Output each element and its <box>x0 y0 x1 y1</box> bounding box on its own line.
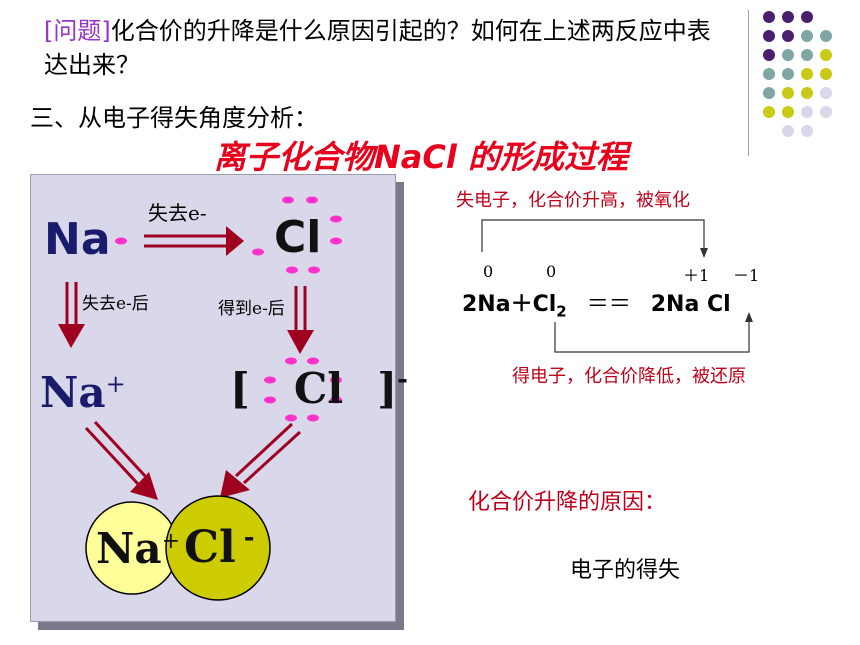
question-body: 化合价的升降是什么原因引起的？如何在上述两反应中表达出来？ <box>44 17 711 79</box>
dot-row-1 <box>763 11 813 23</box>
compound-na-label: Na+ <box>96 524 181 573</box>
na-atom-label: Na <box>44 214 111 265</box>
arrow-na-down <box>58 282 85 348</box>
dot-row-4 <box>763 68 832 80</box>
dot-row-5 <box>763 87 832 99</box>
cl-ion-sphere <box>165 495 271 601</box>
electron-na <box>115 237 127 245</box>
reduction-note: 得电子，化合价降低，被还原 <box>512 366 746 387</box>
chemical-equation: 2Na＋Cl2＝＝2Na Cl <box>462 292 731 321</box>
electrons-cl-ion <box>264 357 342 422</box>
dot-row-6 <box>763 106 832 118</box>
cl-atom-label: Cl <box>274 212 322 263</box>
arrow-cl-down <box>287 286 314 354</box>
oxidation-bracket <box>481 219 705 252</box>
question-text: [问题]化合价的升降是什么原因引起的？如何在上述两反应中表达出来？ <box>44 14 724 82</box>
after-gain-label: 得到e-后 <box>218 299 285 319</box>
decorative-divider <box>748 10 749 156</box>
dot-row-2 <box>763 30 832 42</box>
arrow-clion-to-compound <box>220 422 302 498</box>
cl-ion-label: [Cl]- <box>230 364 408 413</box>
ox-state-na-before: 0 <box>483 262 494 281</box>
dot-row-7 <box>782 125 813 137</box>
reason-label: 化合价升降的原因： <box>468 490 667 515</box>
ox-state-na-after: ＋1 <box>683 266 710 285</box>
question-tag: [问题] <box>44 17 111 45</box>
reduction-arrowhead <box>745 312 753 322</box>
arrow-na-to-cl <box>144 226 244 256</box>
arrow-naion-to-compound <box>84 420 158 500</box>
ox-state-cl-before: 0 <box>546 262 557 281</box>
slide-title: 离子化合物NaCl 的形成过程 <box>214 138 628 176</box>
compound-cl-label: Cl- <box>184 522 255 573</box>
decorative-dot-grid <box>763 11 832 137</box>
electrons-cl-atom <box>252 196 342 274</box>
na-ion-label: Na+ <box>40 368 126 417</box>
dot-row-3 <box>763 49 832 61</box>
ox-state-cl-after: －1 <box>733 266 760 285</box>
lose-electron-label: 失去e- <box>148 201 207 225</box>
reduction-bracket <box>554 320 750 353</box>
oxidation-note: 失电子，化合价升高，被氧化 <box>456 190 690 211</box>
after-lose-label: 失去e-后 <box>82 294 149 314</box>
oxidation-arrowhead <box>700 248 708 258</box>
reason-answer: 电子的得失 <box>570 558 681 583</box>
section-heading: 三、从电子得失角度分析： <box>30 104 318 132</box>
